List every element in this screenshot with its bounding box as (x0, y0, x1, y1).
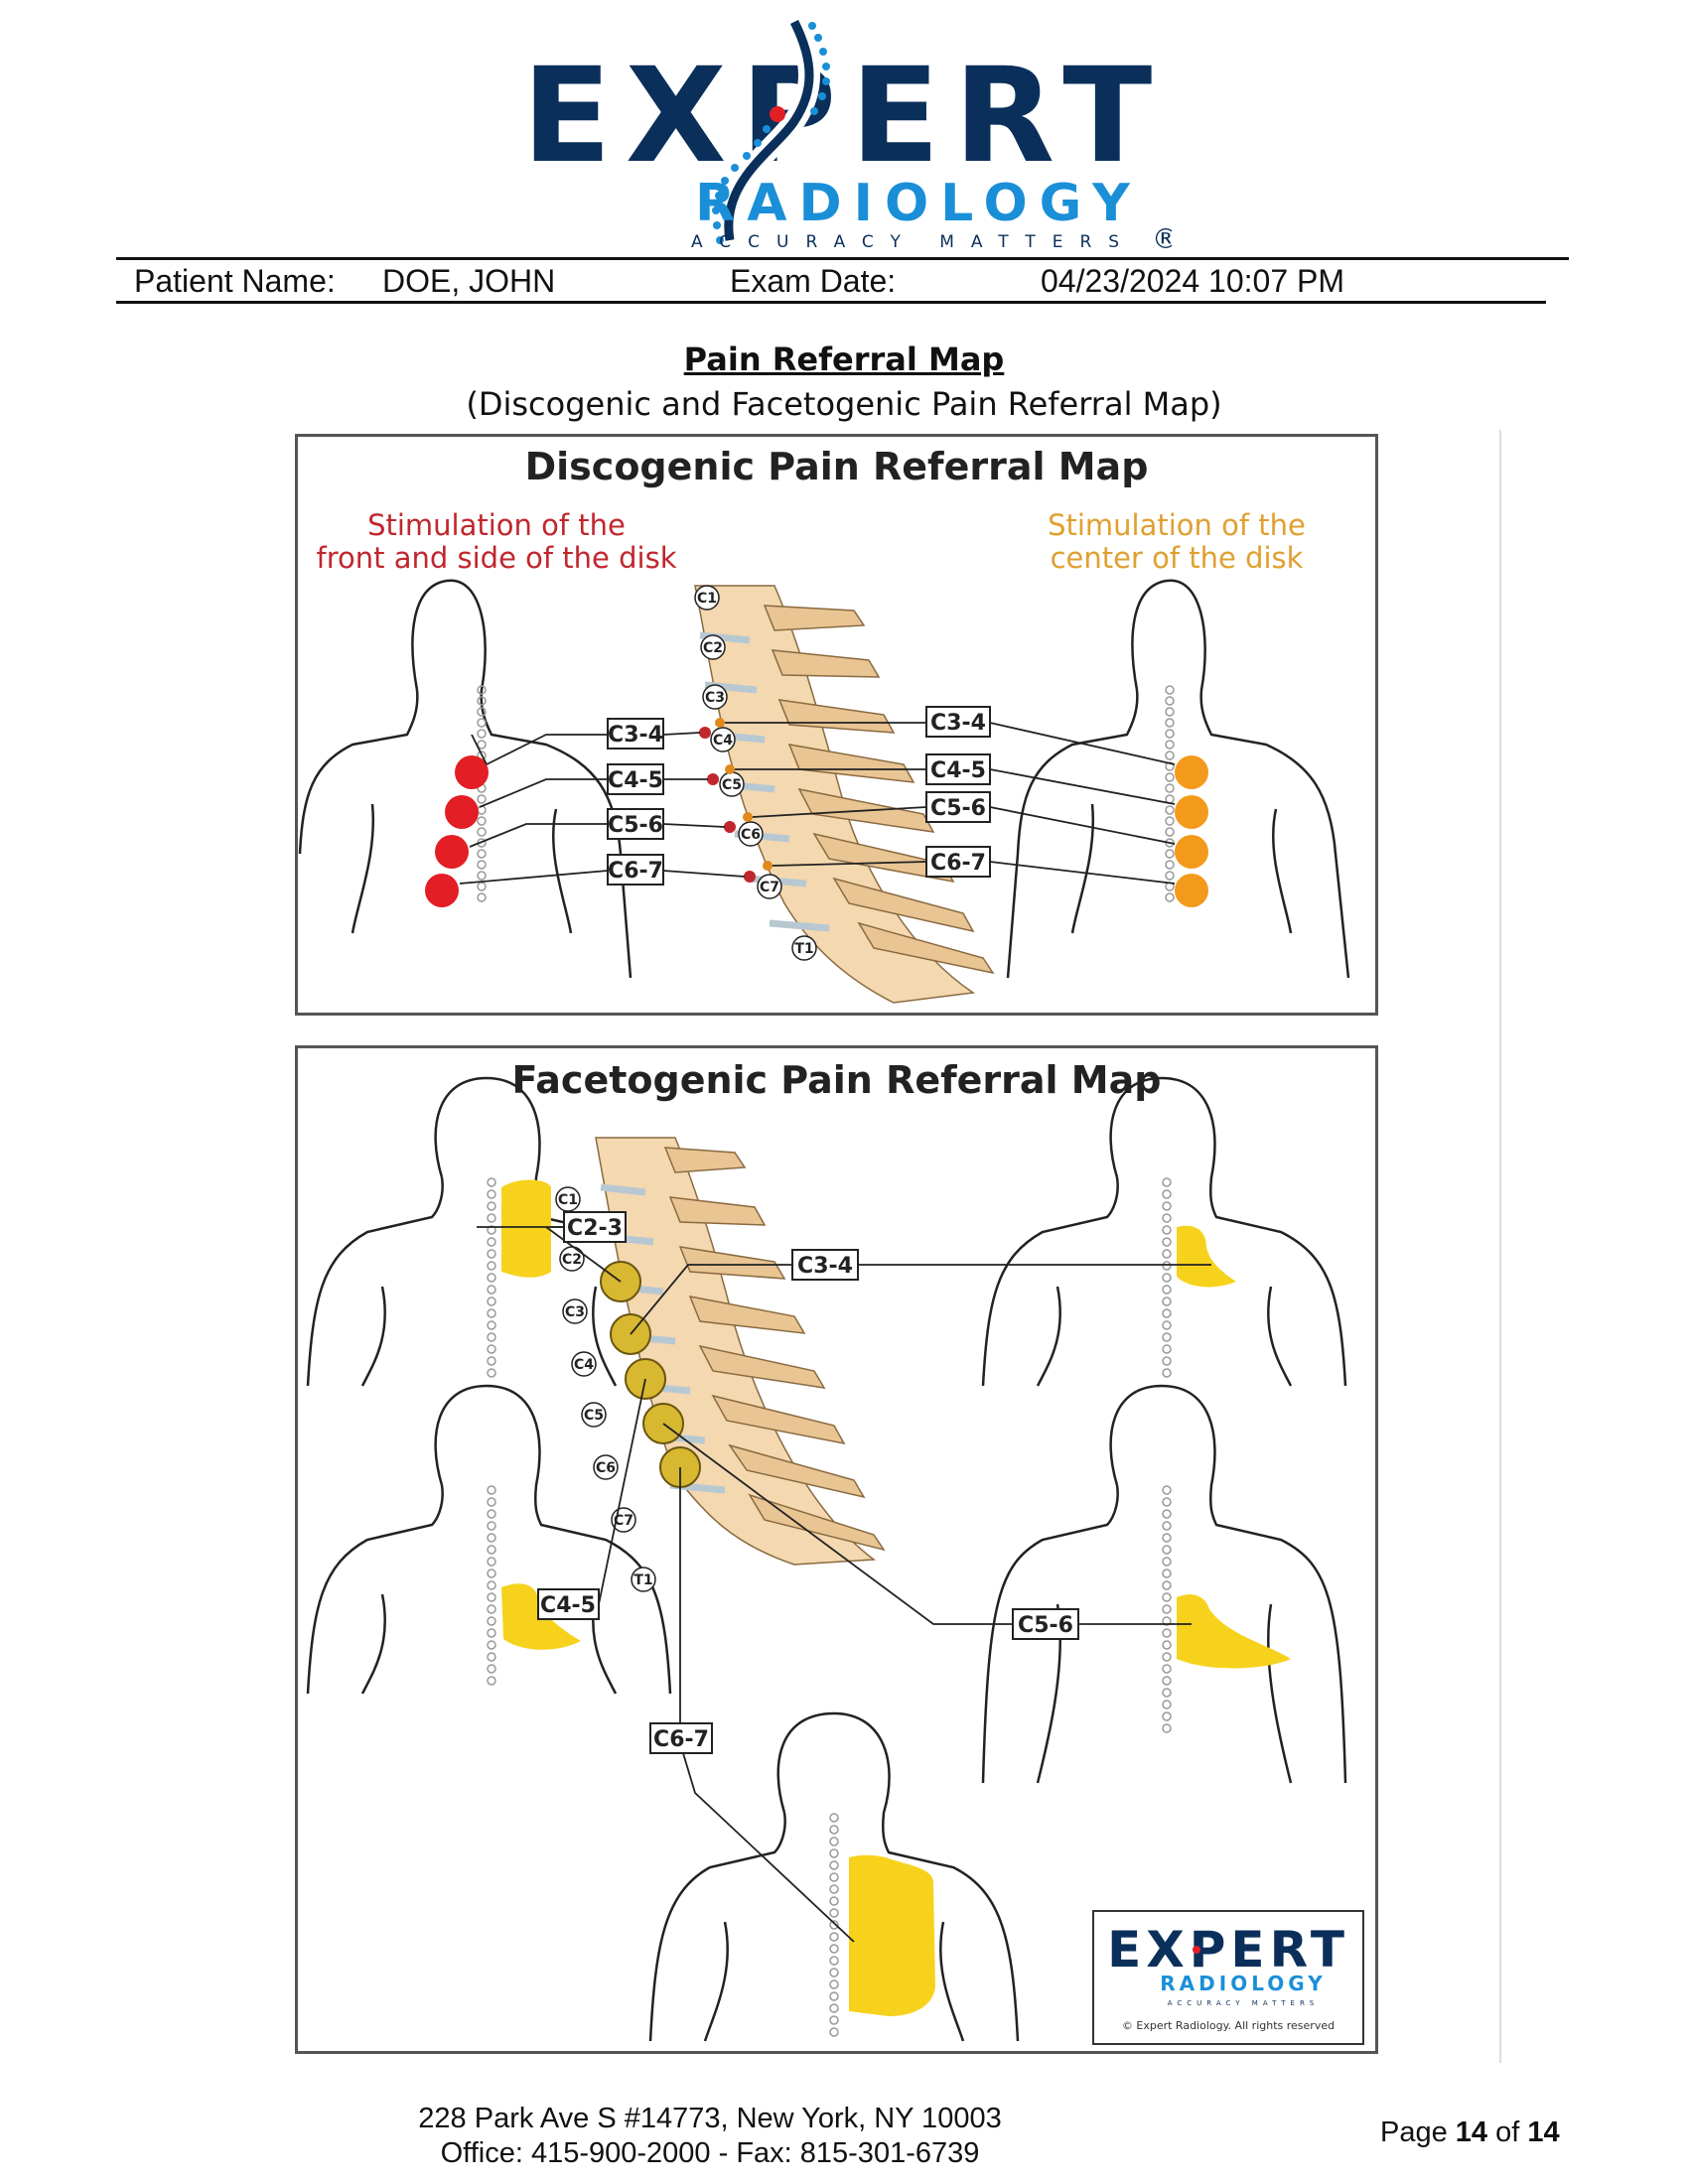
page-subtitle: (Discogenic and Facetogenic Pain Referra… (466, 385, 1222, 423)
disc-vertebra-label: C5 (722, 777, 742, 793)
facet-level: C3-4 (797, 1254, 853, 1279)
facet-vertebra-label: C3 (565, 1304, 585, 1320)
margin-rule (1499, 430, 1501, 2063)
patient-name-value: DOE, JOHN (382, 263, 556, 299)
facetogenic-illustration: C1 C2 C3 C4 C5 C6 C7 T1 C2-3 C3-4 C4-5 (306, 1076, 1347, 2042)
disc-right-level: C4-5 (930, 758, 986, 783)
disc-left-level: C4-5 (608, 768, 663, 793)
page-of: of (1495, 2116, 1520, 2148)
right-caption-line1: Stimulation of the (1048, 508, 1306, 542)
patient-name-label: Patient Name: (134, 263, 336, 299)
right-torso-outline (1006, 579, 1350, 979)
page-total: 14 (1527, 2116, 1560, 2148)
logo-graphic: EXPERT RADIOLOGY ACCURACY MATTERS ® (522, 17, 1180, 255)
exam-date-label: Exam Date: (730, 263, 897, 299)
disc-vertebra-label: C1 (697, 591, 717, 607)
facet-vertebra-labels: C1 C2 C3 C4 C5 C6 C7 T1 (555, 1186, 656, 1592)
footer-address: 228 Park Ave S #14773, New York, NY 1000… (418, 2103, 1002, 2134)
discogenic-right-caption: Stimulation of the center of the disk (998, 509, 1355, 575)
discogenic-spine (694, 585, 995, 1004)
logo-word: EXPERT (522, 40, 1167, 193)
figure-c5-6-spine (1162, 1485, 1172, 1733)
right-caption-line2: center of the disk (1050, 541, 1304, 575)
figure-c2-3-spine (487, 1177, 496, 1378)
disc-left-level: C6-7 (608, 859, 663, 884)
right-level-labels: C3-4 C4-5 C5-6 C6-7 (925, 706, 991, 878)
inset-logo-sub: RADIOLOGY (1160, 1972, 1326, 1995)
figure-c4-5-spine (487, 1485, 496, 1686)
facet-vertebra-label: C6 (596, 1460, 616, 1476)
facet-level: C6-7 (653, 1727, 709, 1752)
facet-vertebra-label: C2 (562, 1252, 582, 1268)
facet-level-labels: C2-3 C3-4 C4-5 C5-6 C6-7 (537, 1211, 1079, 1754)
right-spine-dots (1165, 685, 1175, 902)
left-pain-points (425, 755, 489, 907)
area-c6-7 (849, 1854, 935, 2016)
inset-logo-tagline: ACCURACY MATTERS (1168, 1999, 1320, 2007)
left-level-labels: C3-4 C4-5 C5-6 C6-7 (607, 718, 664, 886)
disc-vertebra-labels: C1 C2 C3 C4 C5 C6 C7 T1 (694, 585, 817, 961)
discogenic-left-caption: Stimulation of the front and side of the… (308, 509, 685, 575)
left-caption-line1: Stimulation of the (367, 508, 626, 542)
area-c3-4 (1177, 1225, 1236, 1288)
header-logo: EXPERT RADIOLOGY ACCURACY MATTERS ® (516, 12, 1180, 255)
discogenic-panel: Discogenic Pain Referral Map Stimulation… (295, 434, 1378, 1016)
disc-vertebra-label: T1 (794, 941, 813, 957)
disc-vertebra-label: C3 (705, 690, 725, 706)
inset-logo-word: EXPERT (1107, 1921, 1349, 1979)
disc-right-level: C5-6 (930, 796, 986, 821)
footer-contact: Office: 415-900-2000 - Fax: 815-301-6739 (440, 2137, 980, 2169)
left-caption-line2: front and side of the disk (316, 541, 677, 575)
right-leader-lines (725, 722, 1176, 885)
logo-tagline: ACCURACY MATTERS (691, 232, 1136, 252)
figure-c3-4 (981, 1076, 1347, 1387)
page-number: Page 14 of 14 (1380, 2116, 1560, 2149)
header-rule-bottom (116, 301, 1546, 304)
area-c2-3 (501, 1179, 551, 1278)
left-leader-lines (459, 732, 746, 885)
facet-vertebra-label: C1 (558, 1192, 578, 1208)
inset-logo-box: EXPERT RADIOLOGY ACCURACY MATTERS © Expe… (1092, 1910, 1364, 2045)
disc-right-level: C6-7 (930, 851, 986, 876)
disc-right-level: C3-4 (930, 711, 986, 736)
figure-c6-7-spine (829, 1813, 839, 2037)
right-pain-points (1175, 755, 1208, 907)
header-rule-top (116, 257, 1569, 260)
disc-vertebra-label: C4 (713, 733, 733, 749)
discogenic-title: Discogenic Pain Referral Map (524, 445, 1149, 488)
facetogenic-title: Facetogenic Pain Referral Map (511, 1058, 1162, 1102)
facet-level: C2-3 (567, 1216, 623, 1241)
disc-left-level: C3-4 (608, 723, 663, 748)
facet-vertebra-label: T1 (633, 1572, 652, 1588)
figure-c6-7 (648, 1711, 1020, 2042)
disc-left-level: C5-6 (608, 813, 663, 838)
page-word: Page (1380, 2116, 1448, 2148)
facetogenic-panel: Facetogenic Pain Referral Map (295, 1045, 1378, 2054)
discogenic-illustration: C1 C2 C3 C4 C5 C6 C7 T1 (298, 579, 1350, 1004)
logo-registered: ® (1152, 222, 1172, 255)
inset-copyright: © Expert Radiology. All rights reserved (1122, 2019, 1335, 2032)
facet-vertebra-label: C5 (584, 1408, 604, 1424)
disc-vertebra-label: C2 (703, 640, 723, 656)
exam-date-value: 04/23/2024 10:07 PM (1041, 263, 1345, 299)
disc-markers (699, 718, 773, 883)
disc-vertebra-label: C7 (760, 880, 779, 895)
page-title: Pain Referral Map (683, 341, 1005, 378)
figure-c5-6 (981, 1384, 1347, 1784)
facet-leader-lines (477, 1226, 1211, 1943)
page-current: 14 (1455, 2116, 1488, 2148)
left-torso-outline (298, 579, 633, 979)
inset-logo: EXPERT RADIOLOGY ACCURACY MATTERS © Expe… (1107, 1921, 1349, 2032)
disc-vertebra-label: C6 (741, 827, 761, 843)
facet-vertebra-label: C4 (574, 1357, 594, 1373)
facet-vertebra-label: C7 (614, 1513, 633, 1529)
facet-level: C5-6 (1018, 1613, 1073, 1638)
area-c5-6 (1177, 1594, 1291, 1669)
figure-c3-4-spine (1162, 1177, 1172, 1378)
facet-level: C4-5 (540, 1593, 596, 1618)
logo-sub: RADIOLOGY (695, 174, 1142, 233)
